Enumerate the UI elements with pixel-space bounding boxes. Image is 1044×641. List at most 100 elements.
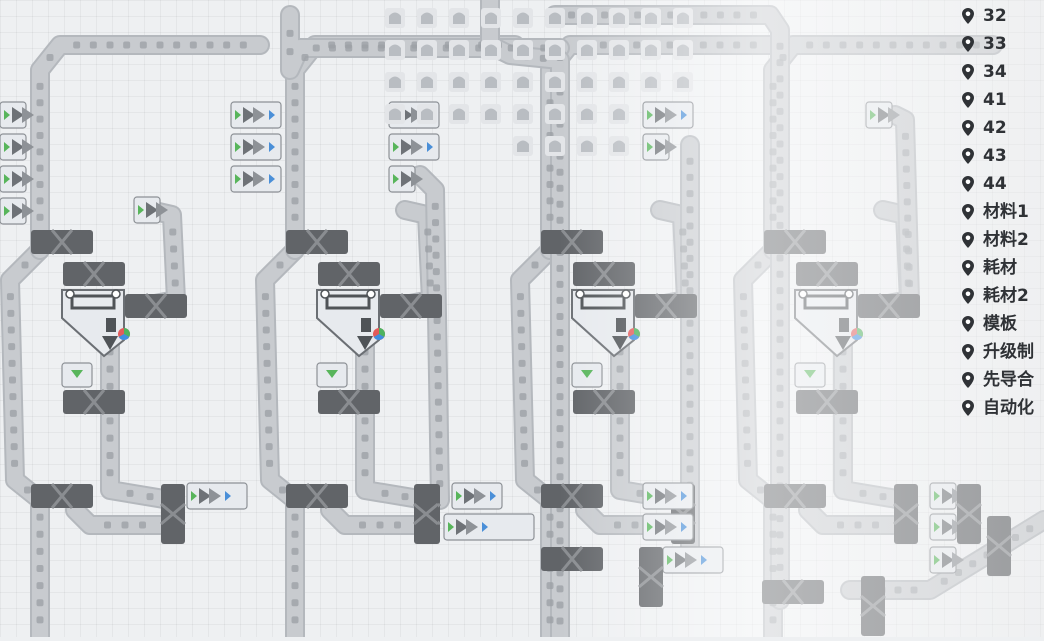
item-icon xyxy=(686,449,694,457)
item-icon xyxy=(11,459,19,467)
splitter-icon[interactable] xyxy=(638,547,664,607)
filter-icon[interactable] xyxy=(61,362,93,388)
splitter-icon[interactable] xyxy=(986,516,1012,576)
splitter-icon[interactable] xyxy=(160,484,186,544)
splitter-icon[interactable] xyxy=(858,293,920,319)
waypoint-item[interactable]: 34 xyxy=(962,58,1044,86)
assembler-port xyxy=(844,289,854,299)
waypoint-item[interactable]: 自动化 xyxy=(962,394,1044,422)
item-icon xyxy=(556,264,564,272)
splitter-icon[interactable] xyxy=(31,483,93,509)
assembler-icon[interactable] xyxy=(0,165,34,193)
assembler-icon[interactable] xyxy=(662,546,724,574)
waypoint-item[interactable]: 32 xyxy=(962,2,1044,30)
waypoint-list[interactable]: 32 33 34 41 42 43 44 材料1 材料2 耗材 耗材2 模板 升… xyxy=(962,2,1044,422)
assembler-icon[interactable] xyxy=(642,513,694,541)
splitter-icon[interactable] xyxy=(893,484,919,544)
splitter-icon[interactable] xyxy=(764,229,826,255)
waypoint-item[interactable]: 41 xyxy=(962,86,1044,114)
splitter-icon[interactable] xyxy=(796,389,858,415)
assembler-icon[interactable] xyxy=(0,133,34,161)
waypoint-item[interactable]: 42 xyxy=(962,114,1044,142)
item-icon xyxy=(36,148,44,156)
assembler-icon[interactable] xyxy=(451,482,503,510)
belt-surface xyxy=(67,502,168,533)
assembler-icon[interactable] xyxy=(0,197,34,225)
splitter-icon[interactable] xyxy=(286,483,348,509)
item-icon xyxy=(613,140,625,152)
splitter-icon[interactable] xyxy=(860,576,886,636)
waypoint-item[interactable]: 先导合 xyxy=(962,366,1044,394)
assembler-icon[interactable] xyxy=(388,133,440,161)
assembler-icon[interactable] xyxy=(642,133,677,161)
conveyor-belt[interactable] xyxy=(65,500,170,535)
splitter-icon[interactable] xyxy=(380,293,442,319)
assembler-part xyxy=(616,318,626,332)
splitter-icon[interactable] xyxy=(318,261,380,287)
item-icon xyxy=(769,131,777,139)
splitter-icon[interactable] xyxy=(318,389,380,415)
splitter-icon[interactable] xyxy=(541,229,603,255)
item-icon xyxy=(739,293,747,301)
item-icon xyxy=(546,181,554,189)
conveyor-belt[interactable] xyxy=(140,200,186,315)
waypoint-item[interactable]: 44 xyxy=(962,170,1044,198)
item-icon xyxy=(716,11,724,19)
assembler-icon[interactable] xyxy=(230,101,282,129)
waypoint-item[interactable]: 材料1 xyxy=(962,198,1044,226)
splitter-icon[interactable] xyxy=(413,484,439,544)
splitter-icon[interactable] xyxy=(762,579,824,605)
splitter-icon[interactable] xyxy=(635,293,697,319)
item-icon xyxy=(556,200,564,208)
splitter-icon[interactable] xyxy=(956,484,982,544)
splitter-icon[interactable] xyxy=(31,229,93,255)
item-icon xyxy=(106,41,114,49)
waypoint-item[interactable]: 材料2 xyxy=(962,226,1044,254)
splitter-icon[interactable] xyxy=(764,483,826,509)
splitter-icon[interactable] xyxy=(63,389,125,415)
filter-icon[interactable] xyxy=(316,362,348,388)
assembler-icon[interactable] xyxy=(230,133,282,161)
conveyor-belt[interactable] xyxy=(320,500,425,535)
waypoint-item[interactable]: 耗材2 xyxy=(962,282,1044,310)
item-icon xyxy=(517,12,529,24)
item-icon xyxy=(839,365,847,373)
assembler-icon[interactable] xyxy=(186,482,248,510)
item-icon xyxy=(969,560,977,568)
splitter-icon[interactable] xyxy=(573,261,635,287)
waypoint-item[interactable]: 33 xyxy=(962,30,1044,58)
splitter-icon[interactable] xyxy=(286,229,348,255)
splitter-icon[interactable] xyxy=(125,293,187,319)
item-icon xyxy=(740,309,748,317)
assembler-icon[interactable] xyxy=(0,101,34,129)
item-icon xyxy=(453,108,465,120)
waypoint-item[interactable]: 升级制 xyxy=(962,338,1044,366)
assembler-icon[interactable] xyxy=(642,101,694,129)
assembler-icon[interactable] xyxy=(642,482,694,510)
assembler-icon[interactable] xyxy=(443,513,535,541)
waypoint-label: 耗材2 xyxy=(983,286,1029,306)
splitter-icon[interactable] xyxy=(63,261,125,287)
filter-icon[interactable] xyxy=(794,362,826,388)
assembler-icon[interactable] xyxy=(230,165,282,193)
item-icon xyxy=(206,41,214,49)
filter-icon[interactable] xyxy=(571,362,603,388)
splitter-icon[interactable] xyxy=(541,483,603,509)
item-icon xyxy=(677,44,689,56)
waypoint-item[interactable]: 43 xyxy=(962,142,1044,170)
item-icon xyxy=(740,326,748,334)
machines[interactable] xyxy=(0,8,1012,636)
item-icon xyxy=(434,398,442,406)
waypoint-item[interactable]: 模板 xyxy=(962,310,1044,338)
splitter-icon[interactable] xyxy=(796,261,858,287)
item-icon xyxy=(776,319,784,327)
waypoint-item[interactable]: 耗材 xyxy=(962,254,1044,282)
item-icon xyxy=(520,426,528,434)
conveyor-belt[interactable] xyxy=(798,500,903,535)
item-icon xyxy=(776,417,784,425)
splitter-icon[interactable] xyxy=(573,389,635,415)
splitter-icon[interactable] xyxy=(541,546,603,572)
item-icon xyxy=(8,343,16,351)
